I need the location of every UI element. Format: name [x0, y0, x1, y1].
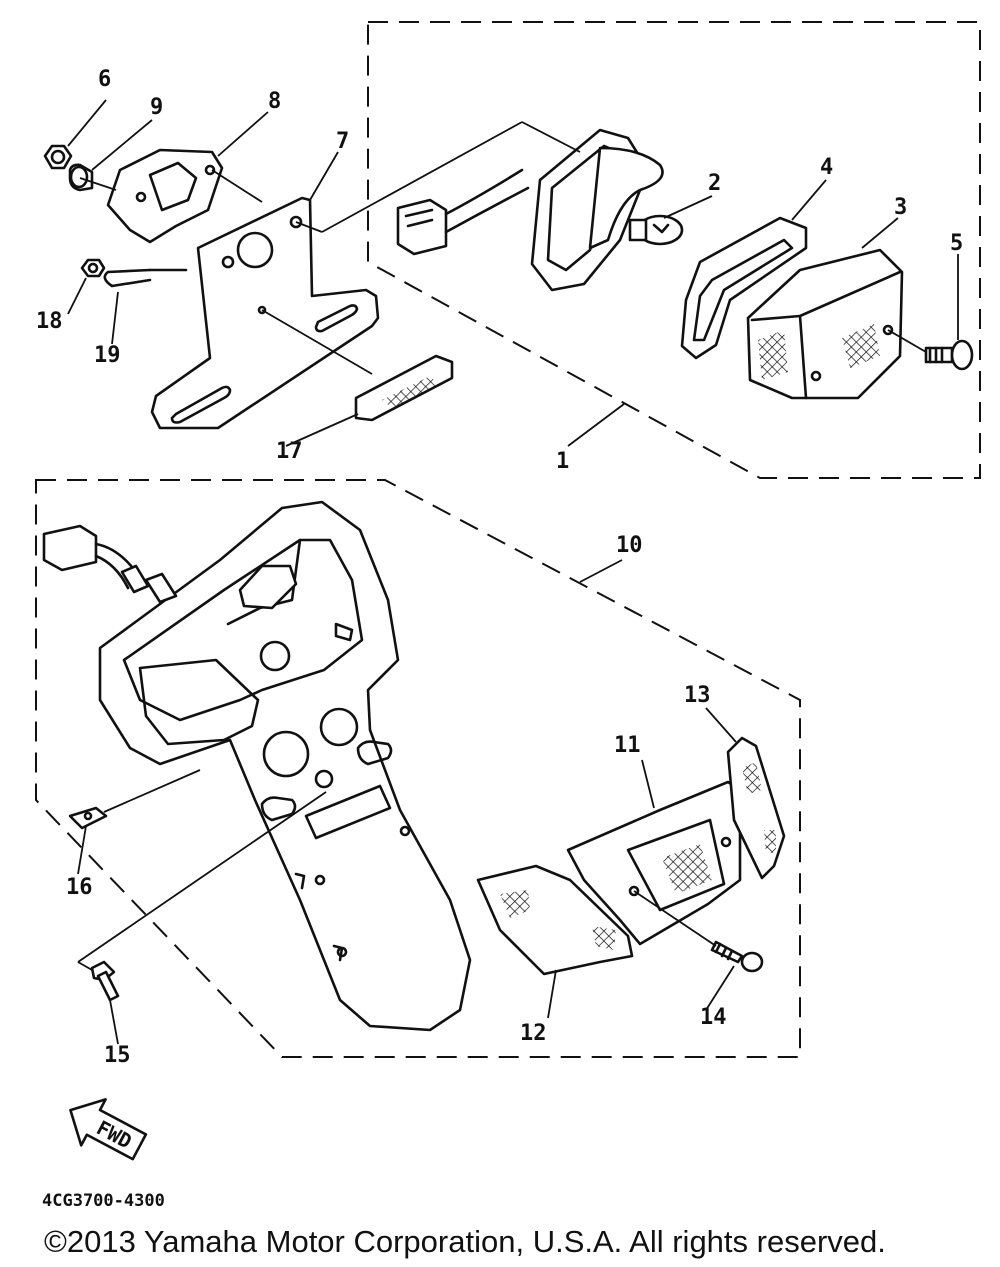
callout-19: 19 [94, 343, 121, 368]
reflector-housing-part [566, 780, 742, 946]
leader-lines [67, 99, 959, 1045]
bulb-part [628, 214, 684, 246]
callout-9: 9 [150, 95, 163, 120]
license-bracket-part [150, 196, 380, 430]
callout-5: 5 [950, 231, 963, 256]
gasket-part [680, 216, 808, 360]
callout-12: 12 [520, 1021, 547, 1046]
left-lens-part [476, 864, 634, 976]
callout-10: 10 [616, 533, 643, 558]
assembly-boundary-tail-light [367, 21, 981, 479]
callout-16: 16 [66, 875, 93, 900]
right-lens-part [726, 736, 786, 880]
nut-part [43, 144, 73, 170]
bracket-part [106, 148, 224, 244]
screw-14-part [710, 940, 764, 973]
callout-11: 11 [614, 733, 641, 758]
nut-clip-part [80, 258, 188, 288]
tail-lens-part [746, 248, 904, 400]
callout-1: 1 [556, 449, 569, 474]
rear-fender-part [42, 500, 472, 1032]
copyright-notice: ©2013 Yamaha Motor Corporation, U.S.A. A… [44, 1224, 886, 1259]
callout-4: 4 [820, 155, 833, 180]
callout-15: 15 [104, 1043, 131, 1068]
connector-part [396, 168, 530, 256]
callout-7: 7 [336, 129, 349, 154]
callout-3: 3 [894, 195, 907, 220]
callout-8: 8 [268, 89, 281, 114]
callout-2: 2 [708, 171, 721, 196]
reflector-part [354, 354, 454, 422]
callout-18: 18 [36, 309, 63, 334]
callout-14: 14 [700, 1005, 727, 1030]
socket-housing-part [530, 128, 664, 292]
screw-part [924, 339, 974, 371]
callout-6: 6 [98, 67, 111, 92]
callout-17: 17 [276, 439, 303, 464]
clip-part [68, 806, 108, 830]
fwd-arrow-icon: FWD [69, 1098, 148, 1161]
diagram-code: 4CG3700-4300 [42, 1191, 165, 1211]
callout-13: 13 [684, 683, 711, 708]
bolt-part [90, 960, 120, 1002]
assembly-boundary-rear-fender [35, 479, 801, 1058]
